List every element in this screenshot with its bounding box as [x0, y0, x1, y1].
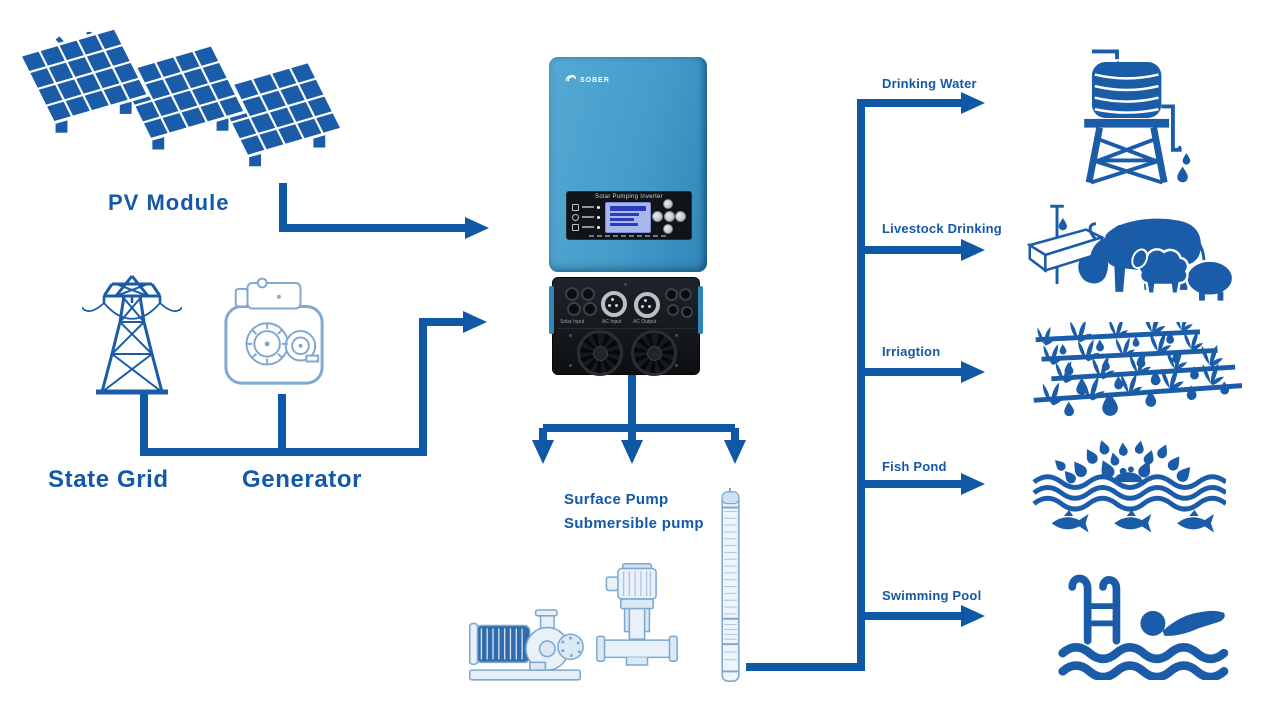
fish-pond-label: Fish Pond — [882, 459, 947, 474]
mount-tab-right — [698, 286, 703, 334]
ac-output-connector — [634, 292, 660, 318]
run-led-label — [582, 216, 594, 218]
inverter-brand-text: SOBER — [580, 76, 610, 84]
panel-footnote — [589, 235, 669, 237]
pv-module-label: PV Module — [108, 190, 230, 215]
aux-port — [681, 306, 693, 318]
surface-pump-icon — [468, 609, 584, 681]
livestock-drinking-label: Livestock Drinking — [882, 221, 1002, 236]
power-led — [597, 205, 600, 209]
up-button[interactable] — [663, 199, 673, 209]
left-button[interactable] — [652, 211, 663, 222]
solar-pumping-inverter: SOBER Solar Pumping Inverter — [549, 57, 707, 272]
submersible-pump-icon — [721, 488, 740, 682]
error-icon — [572, 223, 579, 231]
run-led — [597, 215, 600, 219]
ac-output-label: AC Output — [633, 319, 657, 325]
ac-input-connector — [601, 291, 627, 317]
livestock-icon — [1026, 204, 1235, 301]
brand-swirl-icon — [565, 75, 576, 82]
panel-title: Solar Pumping Inverter — [595, 194, 663, 200]
transmission-tower-icon — [82, 275, 182, 395]
irrigation-label: Irriagtion — [882, 344, 941, 359]
power-led-row — [572, 203, 600, 211]
power-led-label — [582, 206, 594, 208]
submersible-pump-label: Submersible pump — [564, 515, 704, 532]
power-icon — [572, 203, 579, 211]
error-led-row — [572, 223, 600, 231]
lcd-display — [605, 202, 651, 233]
aux-port — [665, 288, 678, 301]
solar-terminal — [565, 287, 579, 301]
pv-to-inverter-line — [279, 183, 489, 239]
swimming-pool-icon — [1058, 574, 1229, 680]
state-grid-label: State Grid — [48, 466, 169, 493]
surface-pump-label: Surface Pump — [564, 491, 669, 508]
fish-pond-icon — [1032, 438, 1226, 533]
screw — [624, 283, 627, 286]
generator-label: Generator — [242, 466, 363, 493]
error-led-label — [582, 226, 594, 228]
solar-terminal — [583, 302, 597, 316]
cooling-fan — [631, 330, 677, 376]
inverter-brand-logo: SOBER — [565, 75, 610, 85]
ac-input-label: AC Input — [602, 319, 622, 325]
engine-generator-icon — [224, 277, 324, 385]
drinking-water-label: Drinking Water — [882, 76, 977, 91]
solar-terminal — [581, 287, 595, 301]
drip-irrigation-icon — [1033, 322, 1242, 416]
swimming-pool-label: Swimming Pool — [882, 588, 982, 603]
error-led — [597, 225, 600, 229]
inverter-rear-view: Solar Input AC Input AC Output — [549, 277, 703, 376]
mount-tab-left — [549, 286, 554, 334]
inverter-control-panel: Solar Pumping Inverter — [566, 191, 692, 240]
solar-panels-with-sun-icon — [20, 26, 344, 168]
vertical-pump-icon — [596, 562, 678, 666]
aux-port — [679, 288, 692, 301]
aux-port — [667, 304, 679, 316]
pump-to-drinking-water-line — [746, 92, 985, 671]
run-led-row — [572, 213, 600, 221]
cooling-fan — [577, 330, 623, 376]
enter-button[interactable] — [663, 211, 675, 222]
right-button[interactable] — [675, 211, 686, 222]
water-tower-icon — [1084, 49, 1191, 185]
solar-input-label: Solar Input — [560, 319, 585, 325]
rear-divider — [557, 328, 695, 329]
run-icon — [572, 213, 579, 221]
down-button[interactable] — [663, 224, 673, 234]
solar-terminal — [567, 302, 581, 316]
